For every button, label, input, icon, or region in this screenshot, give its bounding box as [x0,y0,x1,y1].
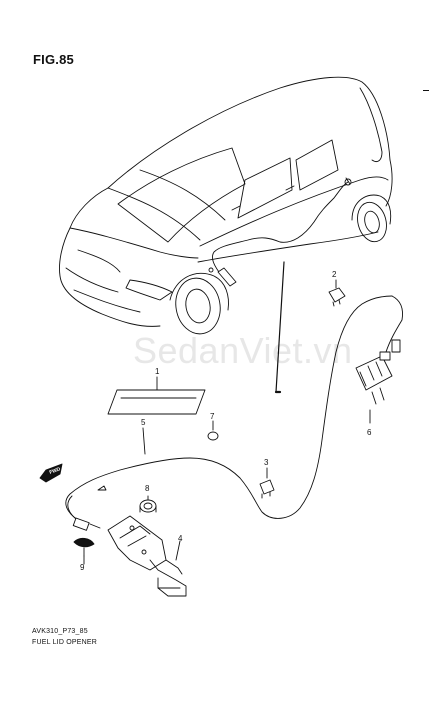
callout-1: 1 [155,367,160,376]
watermark: SedanViet.vn [133,330,353,371]
callout-4: 4 [178,534,183,543]
actuator-part [355,295,403,424]
clip-part-3 [259,467,275,499]
grommet-part [139,495,157,513]
bracket-part [107,515,187,597]
edge-tick [423,90,429,91]
footer-code: AVK310_P73_85 [32,628,88,635]
vehicle-outline [59,76,393,394]
cable-part [65,295,393,531]
callout-7: 7 [210,412,215,421]
fwd-direction-arrow: FWD [39,463,63,483]
fwd-label: FWD [49,466,62,476]
clip-part-9 [73,537,95,565]
pad-part [107,376,206,415]
callout-5: 5 [141,418,146,427]
callout-9: 9 [80,563,85,572]
callout-2: 2 [332,270,337,279]
figure-title: FIG.85 [33,52,74,67]
callout-8: 8 [145,484,150,493]
callout-6: 6 [367,428,372,437]
footer-caption: FUEL LID OPENER [32,639,97,646]
clip-part-2 [328,279,346,307]
callout-3: 3 [264,458,269,467]
plug-part [207,420,219,441]
